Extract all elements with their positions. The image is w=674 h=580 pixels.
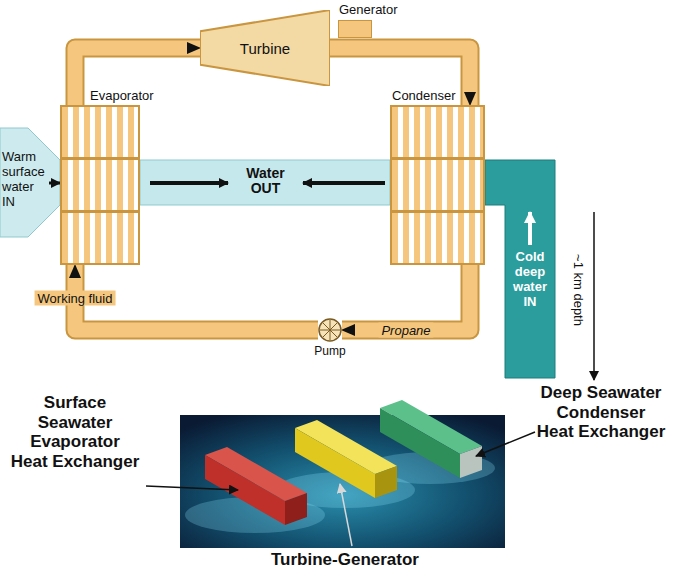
turbine: Turbine — [200, 10, 330, 86]
node-label: Turbine — [240, 40, 290, 57]
part-callout: Deep Seawater Condenser Heat Exchanger — [536, 383, 666, 442]
pump: Pump — [318, 318, 342, 342]
pipe — [75, 48, 200, 105]
part-callout: Surface Seawater Evaporator Heat Exchang… — [10, 393, 140, 471]
node-label: Evaporator — [90, 88, 154, 103]
outlet-label: Water OUT — [238, 166, 293, 197]
depth-arrow — [593, 212, 595, 380]
inlet-label: Warm surface water IN — [2, 150, 50, 210]
flow-arrow — [303, 181, 385, 185]
flow-arrow — [528, 212, 532, 245]
node-label: Condenser — [392, 88, 456, 103]
inlet-label: Cold deep water IN — [505, 250, 555, 310]
leader-line — [146, 486, 238, 490]
pump-casing — [319, 319, 341, 341]
generator: Generator — [338, 20, 372, 38]
cold-water-pipe — [485, 160, 555, 378]
pipe-connector — [342, 265, 470, 330]
container-end — [375, 466, 397, 498]
water-out-channel — [140, 160, 390, 205]
container-side — [295, 428, 375, 498]
turbine-shape — [200, 10, 330, 86]
condenser: Condenser — [390, 105, 485, 265]
container-end — [460, 446, 482, 478]
container-end — [285, 493, 307, 525]
pump-blade — [323, 323, 337, 337]
edge-label: Working fluid — [35, 290, 116, 305]
evaporator: Evaporator — [60, 105, 140, 265]
container-side — [205, 455, 285, 525]
evaporator-container — [205, 447, 307, 525]
flow-arrow — [150, 181, 228, 185]
edge-label: Propane — [378, 323, 433, 338]
node-label: Pump — [314, 344, 345, 358]
warm-water-intake — [0, 128, 60, 237]
pipe-outline — [75, 48, 200, 105]
pipe-connector — [75, 48, 200, 105]
leader-line — [340, 484, 352, 546]
pipe — [330, 48, 470, 105]
pump-outline — [318, 318, 342, 342]
part-callout: Turbine-Generator — [180, 550, 510, 570]
turbine-generator-container — [295, 420, 397, 498]
pump-blade — [323, 323, 337, 337]
leader-line — [476, 432, 535, 456]
node-label: Generator — [339, 2, 398, 17]
pipe — [342, 265, 470, 330]
flow-arrow — [49, 182, 60, 185]
depth-label: ~1 km depth — [571, 254, 586, 326]
pipe-outline — [330, 48, 470, 105]
pipe-outline — [342, 265, 470, 330]
pipe-connector — [330, 48, 470, 105]
